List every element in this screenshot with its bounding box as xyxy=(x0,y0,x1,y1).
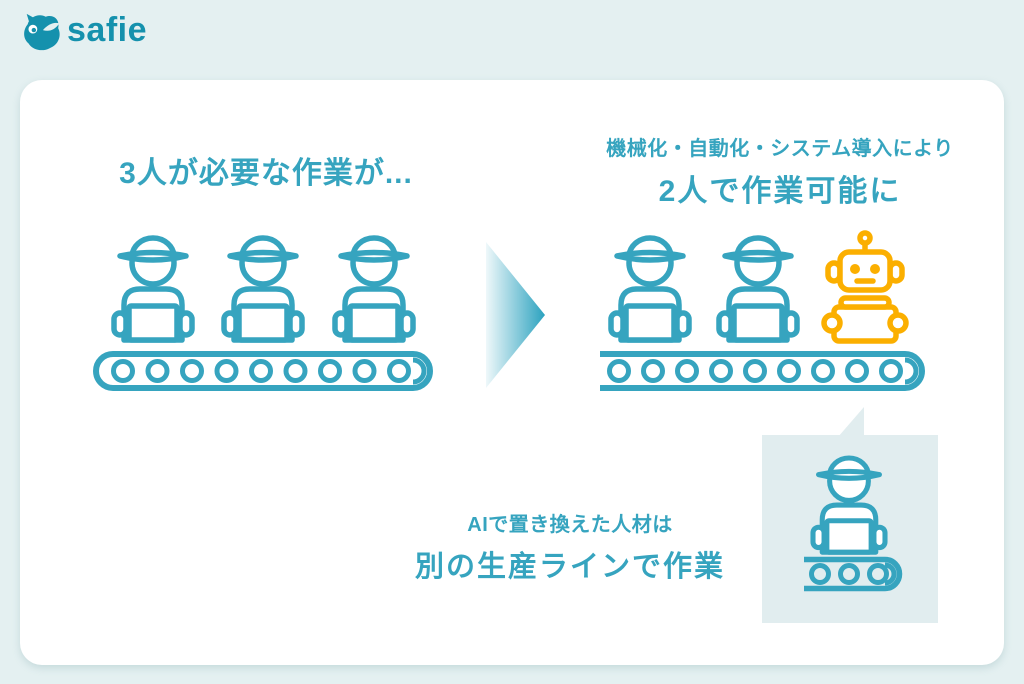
before-title: 3人が必要な作業が... xyxy=(119,157,413,190)
callout-line1: AIで置き換えた人材は xyxy=(467,514,673,536)
arrow-right-icon xyxy=(486,242,545,388)
before-production-line xyxy=(93,236,433,396)
safie-bird-icon xyxy=(24,13,60,51)
callout-caption: AIで置き換えた人材は 別の生産ラインで作業 xyxy=(350,508,790,585)
worker-icon xyxy=(113,238,193,342)
speech-bubble xyxy=(762,435,938,623)
conveyor-belt-icon xyxy=(804,556,903,592)
worker-icon xyxy=(334,238,414,342)
worker-icon xyxy=(610,238,690,342)
after-heading: 機械化・自動化・システム導入により 2人で作業可能に xyxy=(560,132,1000,210)
safie-logo: safie xyxy=(20,11,147,53)
worker-icon xyxy=(718,238,798,342)
logo-text: safie xyxy=(67,11,147,49)
infographic-card: 3人が必要な作業が... 機械化・自動化・システム導入により 2人で作業可能に xyxy=(20,80,1004,665)
bubble-tail xyxy=(838,407,864,437)
worker-icon xyxy=(223,238,303,342)
callout-line2: 別の生産ラインで作業 xyxy=(414,551,725,583)
after-production-line xyxy=(600,232,925,396)
conveyor-belt-icon xyxy=(600,351,925,391)
conveyor-belt-icon xyxy=(93,351,433,391)
robot-icon xyxy=(825,230,905,342)
worker-icon xyxy=(812,458,886,554)
after-subtitle: 機械化・自動化・システム導入により xyxy=(606,138,954,160)
after-title: 2人で作業可能に xyxy=(658,175,902,208)
